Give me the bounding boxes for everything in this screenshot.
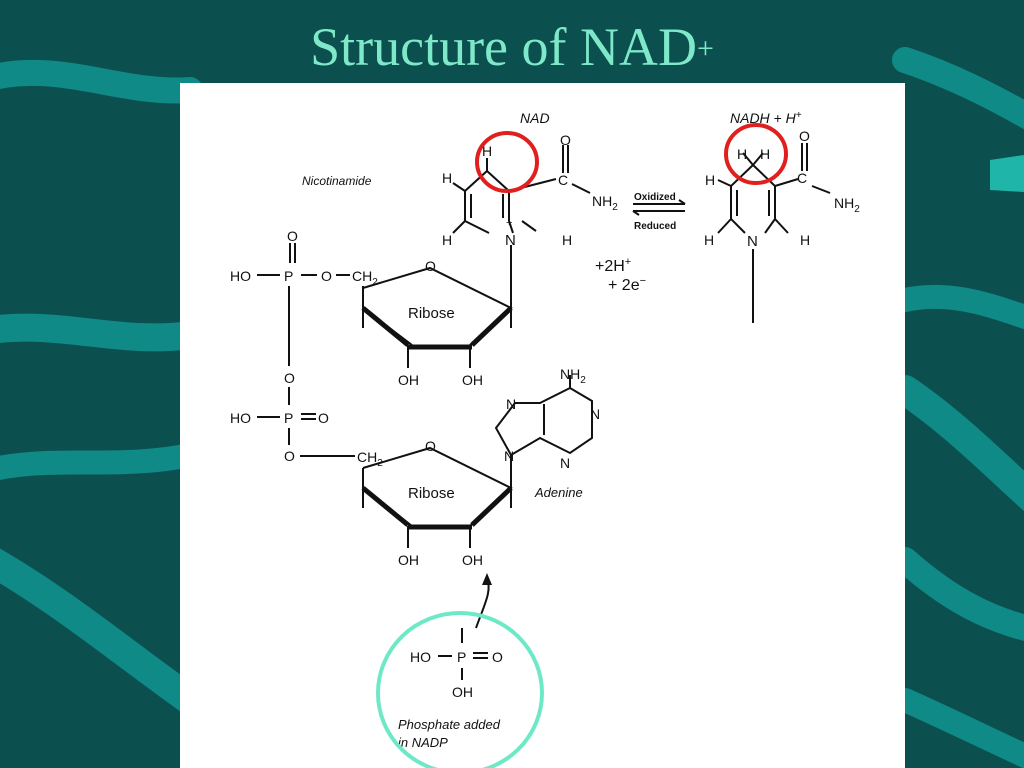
adenine-nh2: NH2	[560, 366, 586, 386]
phosphate-ho: HO	[410, 649, 431, 665]
slide-title: Structure of NAD+	[0, 14, 1024, 80]
ring-oxygen: O	[425, 258, 436, 274]
nadh-ring	[730, 164, 776, 234]
wave-band	[892, 547, 1024, 641]
atom-n: N	[590, 406, 600, 422]
wave-band	[892, 47, 1024, 130]
two-protons-label: +2H+	[595, 256, 631, 275]
atom-n: N	[504, 448, 514, 464]
two-electrons-label: + 2e−	[608, 275, 646, 294]
wave-band	[0, 443, 202, 481]
slide-title-superscript: +	[697, 32, 714, 65]
wave-tab	[990, 155, 1024, 192]
wave-band	[890, 375, 1024, 512]
atom-h: H	[562, 232, 572, 248]
red-highlight-circle-nadh	[724, 123, 788, 185]
hydroxyl-oh: OH	[462, 552, 483, 568]
amide-nh2: NH2	[592, 193, 618, 213]
atom-n: N	[560, 455, 570, 471]
atom-o: O	[560, 132, 571, 148]
amide-nh2: NH2	[834, 195, 860, 215]
phosphate-ho: HO	[230, 268, 251, 284]
nad-label: NAD	[520, 110, 550, 126]
atom-h: H	[705, 172, 715, 188]
adenine-label: Adenine	[534, 485, 583, 500]
upper-ribose-label: Ribose	[408, 305, 455, 322]
atom-p: P	[284, 410, 293, 426]
atom-c: C	[558, 172, 568, 188]
slide-title-text: Structure of NAD	[310, 17, 697, 77]
atom-o: O	[318, 410, 329, 426]
lower-ribose-label: Ribose	[408, 485, 455, 502]
atom-o: O	[284, 370, 295, 386]
atom-h: H	[800, 232, 810, 248]
phosphate-note-line2: in NADP	[398, 735, 448, 750]
atom-n: N	[747, 233, 758, 250]
hydroxyl-oh: OH	[452, 684, 473, 700]
ch2-group: CH2	[352, 268, 378, 288]
wave-band	[0, 59, 203, 104]
red-highlight-circle-nad	[475, 131, 539, 193]
atom-h: H	[482, 143, 492, 159]
atom-o: O	[492, 649, 503, 665]
atom-o: O	[284, 448, 295, 464]
hydroxyl-oh: OH	[462, 372, 483, 388]
wave-band	[893, 688, 1024, 768]
atom-c: C	[797, 170, 807, 186]
wave-band	[0, 548, 205, 715]
nadh-label: NADH + H+	[730, 110, 802, 126]
atom-n: N	[506, 396, 516, 412]
phosphate-note-line1: Phosphate added	[398, 717, 501, 732]
n-charge: +	[506, 217, 512, 229]
teal-highlight-circle-phosphate	[376, 611, 544, 768]
atom-h: H	[704, 232, 714, 248]
nicotinamide-ring	[464, 170, 514, 234]
atom-p: P	[284, 268, 293, 284]
nicotinamide-label: Nicotinamide	[302, 174, 372, 188]
reduced-label: Reduced	[634, 221, 676, 232]
atom-o: O	[321, 268, 332, 284]
hydroxyl-oh: OH	[398, 372, 419, 388]
oxidized-label: Oxidized	[634, 192, 676, 203]
atom-p: P	[457, 649, 466, 665]
ch2-group: CH2	[357, 449, 383, 469]
hydroxyl-oh: OH	[398, 552, 419, 568]
wave-band	[893, 284, 1024, 330]
atom-h: H	[737, 146, 747, 162]
nad-structure-figure: NAD NADH + H+ Nicotinamide Oxidized Redu…	[180, 83, 905, 768]
atom-o: O	[287, 228, 298, 244]
atom-o: O	[799, 128, 810, 144]
atom-n-plus: N	[505, 232, 516, 249]
atom-h: H	[760, 146, 770, 162]
wave-band	[0, 313, 204, 352]
atom-h: H	[442, 232, 452, 248]
phosphate-ho: HO	[230, 410, 251, 426]
atom-h: H	[442, 170, 452, 186]
ring-oxygen: O	[425, 438, 436, 454]
adenine-ring	[494, 386, 593, 456]
